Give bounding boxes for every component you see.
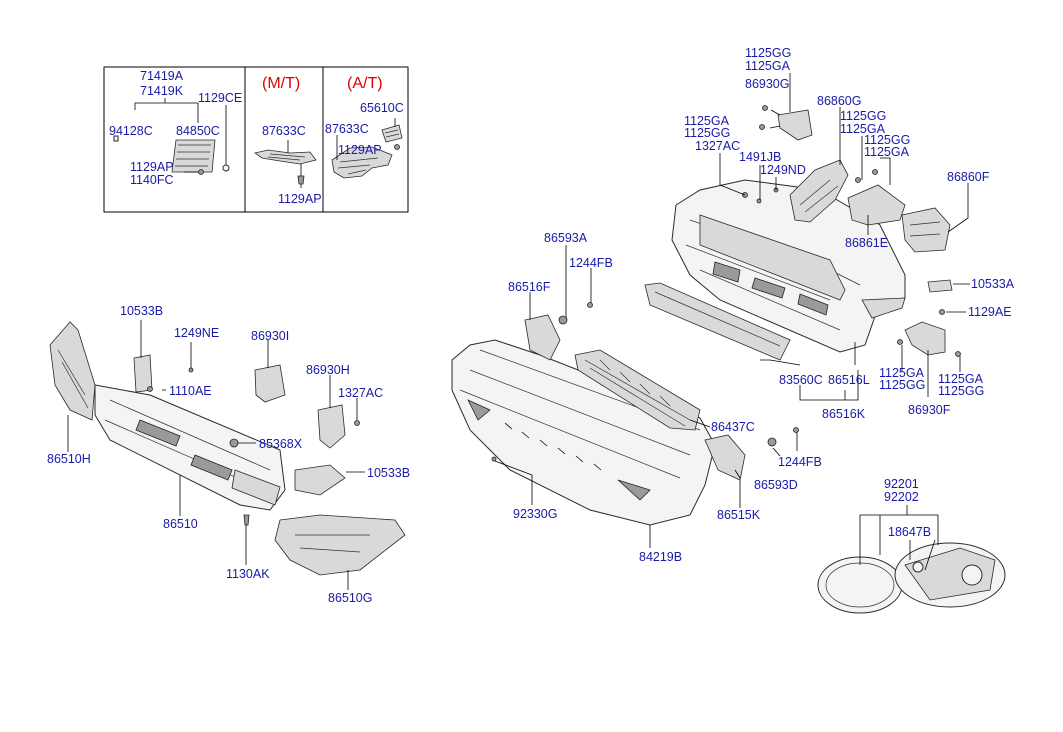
label-1491jb: 1491JB [739, 150, 782, 164]
label-86930g: 86930G [745, 77, 790, 91]
label-1125gg-2: 1125GG [684, 126, 731, 140]
label-1129ap-at: 1129AP [338, 143, 382, 157]
label-1125gg-3: 1125GG [840, 109, 887, 123]
label-71419k: 71419K [140, 84, 184, 98]
front-bumper [49, 321, 406, 576]
label-1244fb-1: 1244FB [569, 256, 613, 270]
label-1129ae: 1129AE [968, 305, 1012, 319]
label-87633c-at: 87633C [325, 122, 369, 136]
label-1249ne: 1249NE [174, 326, 220, 340]
label-84219b: 84219B [639, 550, 683, 564]
label-92201: 92201 [884, 477, 919, 491]
label-86510: 86510 [163, 517, 198, 531]
label-1125ga-4: 1125GA [864, 145, 909, 159]
label-94128c: 94128C [109, 124, 153, 138]
label-87633c-mt: 87633C [262, 124, 306, 138]
rear-reinforcement [644, 105, 961, 361]
label-1327ac-1: 1327AC [695, 139, 741, 153]
label-1125ga-6: 1125GA [938, 372, 983, 386]
label-86930f: 86930F [908, 403, 951, 417]
label-86930h: 86930H [306, 363, 350, 377]
label-1110ae: 1110AE [169, 384, 212, 398]
label-1125ga-1: 1125GA [745, 59, 790, 73]
label-1125ga-5: 1125GA [879, 366, 924, 380]
label-1125gg-4: 1125GG [864, 133, 911, 147]
leader-lines [67, 73, 970, 590]
label-92330g: 92330G [513, 507, 558, 521]
label-85368x: 85368X [259, 437, 303, 451]
label-86510h: 86510H [47, 452, 91, 466]
label-1244fb-2: 1244FB [778, 455, 822, 469]
label-1125ga-3: 1125GA [840, 122, 885, 136]
label-1125gg-6: 1125GG [938, 384, 985, 398]
label-86516f: 86516F [508, 280, 551, 294]
label-86930i: 86930I [251, 329, 290, 343]
label-1125ga-2: 1125GA [684, 114, 729, 128]
label-1129ap-inset-a: 1129AP [130, 160, 174, 174]
header-mt: (M/T) [262, 75, 301, 92]
inset-parts [113, 98, 403, 188]
label-10533a: 10533A [971, 277, 1015, 291]
label-92202: 92202 [884, 490, 919, 504]
label-10533b-1: 10533B [120, 304, 164, 318]
label-1249nd: 1249ND [760, 163, 806, 177]
label-86593d: 86593D [754, 478, 798, 492]
rear-bumper-cover [451, 302, 799, 526]
label-10533b-2: 10533B [367, 466, 411, 480]
label-1125gg-5: 1125GG [879, 378, 926, 392]
label-1125gg-1: 1125GG [745, 46, 792, 60]
label-1140fc: 1140FC [130, 173, 174, 187]
label-83560c: 83560C [779, 373, 823, 387]
label-1130ak: 1130AK [226, 567, 270, 581]
label-1129ce: 1129CE [198, 91, 243, 105]
label-18647b: 18647B [888, 525, 932, 539]
fog-lamp [817, 539, 1006, 614]
header-at: (A/T) [347, 75, 383, 92]
label-1129ap-mt: 1129AP [278, 192, 322, 206]
label-1327ac-2: 1327AC [338, 386, 384, 400]
label-86860f: 86860F [947, 170, 990, 184]
label-71419a: 71419A [140, 69, 184, 83]
label-86437c: 86437C [711, 420, 755, 434]
label-86860g: 86860G [817, 94, 862, 108]
label-86861e: 86861E [845, 236, 889, 250]
label-84850c: 84850C [176, 124, 220, 138]
label-86515k: 86515K [717, 508, 761, 522]
inset-box [103, 66, 409, 213]
label-65610c: 65610C [360, 101, 404, 115]
label-86510g: 86510G [328, 591, 373, 605]
label-86516l: 86516L [828, 373, 870, 387]
label-86516k: 86516K [822, 407, 866, 421]
label-86593a: 86593A [544, 231, 588, 245]
